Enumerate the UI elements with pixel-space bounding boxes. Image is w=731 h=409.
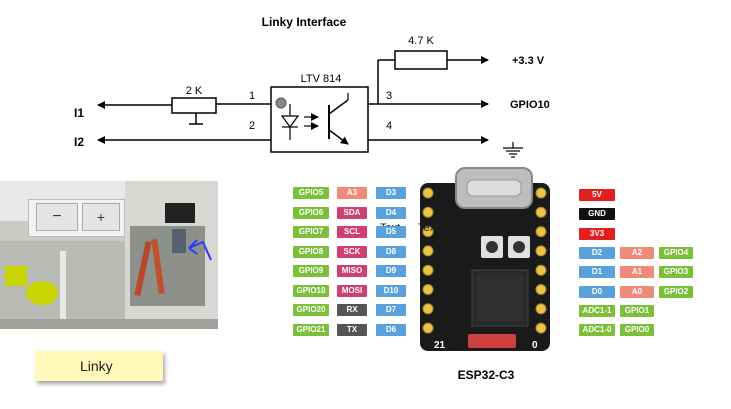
pin-label-right-a: D1 [579, 266, 615, 279]
input1-label: I1 [74, 106, 84, 120]
pin-label-func: A3 [337, 187, 367, 199]
pin-label-right-a: D0 [579, 285, 615, 298]
pin-label-right-b: A2 [620, 246, 654, 259]
vcc-label: +3.3 V [512, 55, 545, 67]
linky-note: Linky [35, 351, 163, 381]
pin1-dot [275, 97, 287, 109]
pin-label-func: SDA [337, 206, 367, 219]
pin-label-digital: D9 [376, 265, 406, 277]
pin-label-gpio: GPIO20 [293, 304, 329, 316]
pin-label-gpio: GPIO5 [293, 187, 329, 199]
pin2-label: 2 [249, 120, 255, 132]
blue-arrow-annotation [188, 239, 212, 261]
board-pad [535, 303, 547, 315]
pin-label-digital: D10 [376, 284, 406, 297]
pin-label-right-c: GPIO4 [659, 246, 693, 259]
pin-label-digital: D8 [376, 245, 406, 258]
pin-label-func: SCL [337, 226, 367, 238]
pin-label-gpio: GPIO21 [293, 323, 329, 336]
pin-label-right-c: GPIO2 [659, 285, 693, 298]
pin-label-right-a: GND [579, 208, 615, 221]
pin-label-func: RX [337, 304, 367, 316]
linky-note-label: Linky [80, 358, 113, 374]
pin-label-digital: D4 [376, 206, 406, 219]
pin-label-func: MOSI [337, 284, 367, 297]
board-pad [422, 284, 434, 295]
board-pads [422, 187, 547, 334]
plus-button: + [82, 203, 120, 231]
board-pad [535, 206, 547, 218]
pin-label-right-a: 5V [579, 189, 615, 201]
pin3-label: 3 [386, 90, 392, 102]
board-pad [535, 187, 547, 199]
antenna [468, 334, 516, 348]
pin-label-right-b: A0 [620, 285, 654, 298]
pin1-label: 1 [249, 90, 255, 102]
pin-label-right-b: GPIO0 [620, 324, 654, 337]
board-name: ESP32-C3 [458, 368, 515, 382]
board-pad [535, 264, 547, 276]
input2-label: I2 [74, 135, 84, 149]
overlay-text-2: Text [418, 222, 438, 234]
pin-label-gpio: GPIO6 [293, 206, 329, 219]
linky-photo: − + [0, 181, 218, 329]
pin4-label: 4 [386, 120, 392, 132]
board-pad [535, 284, 547, 295]
pin-label-gpio: GPIO9 [293, 265, 329, 277]
yellow-connector [26, 281, 58, 305]
pin-label-right-c: GPIO3 [659, 266, 693, 279]
resistor-top [394, 50, 448, 70]
board-pad [422, 303, 434, 315]
transistor-collector [328, 99, 349, 115]
pin-label-digital: D6 [376, 323, 406, 336]
pin-label-digital: D5 [376, 226, 406, 238]
pin-label-func: MISO [337, 265, 367, 277]
board-pad [535, 245, 547, 257]
pin-label-right-a: ADC1-1 [579, 304, 615, 317]
resistor-left-label: 2 K [186, 85, 203, 97]
pin-label-func: TX [337, 323, 367, 336]
pin-21-label: 21 [434, 340, 446, 351]
optocoupler-label: LTV 814 [301, 73, 342, 85]
resistor-top-label: 4.7 K [408, 35, 434, 47]
pin-label-gpio: GPIO10 [293, 284, 329, 297]
pin-label-func: SCK [337, 245, 367, 258]
pin-label-gpio: GPIO7 [293, 226, 329, 238]
gpio-out-label: GPIO10 [510, 99, 550, 111]
led-icon [280, 115, 300, 129]
pin-label-gpio: GPIO8 [293, 245, 329, 258]
pin-label-right-a: ADC1-0 [579, 324, 615, 337]
pin-label-right-a: D2 [579, 246, 615, 259]
pin-label-digital: D7 [376, 304, 406, 316]
pin-label-right-b: A1 [620, 266, 654, 279]
minus-button: − [36, 203, 78, 231]
pin-label-right-a: 3V3 [579, 227, 615, 240]
resistor-left [171, 97, 217, 114]
schematic-title: Linky Interface [262, 15, 347, 29]
board-pad [422, 245, 434, 257]
esp32-board: 21 0 [420, 167, 550, 351]
pin-0-label: 0 [532, 340, 538, 351]
board-pad [535, 226, 547, 238]
board-pad [535, 322, 547, 334]
board-pad [422, 264, 434, 276]
pin-label-right-b: GPIO1 [620, 304, 654, 317]
transistor-emitter [328, 129, 349, 145]
board-pad [422, 206, 434, 218]
board-pad [422, 226, 434, 238]
pin-label-digital: D3 [376, 187, 406, 199]
board-pad [422, 322, 434, 334]
board-pad [422, 187, 434, 199]
ground-icon [503, 142, 523, 158]
